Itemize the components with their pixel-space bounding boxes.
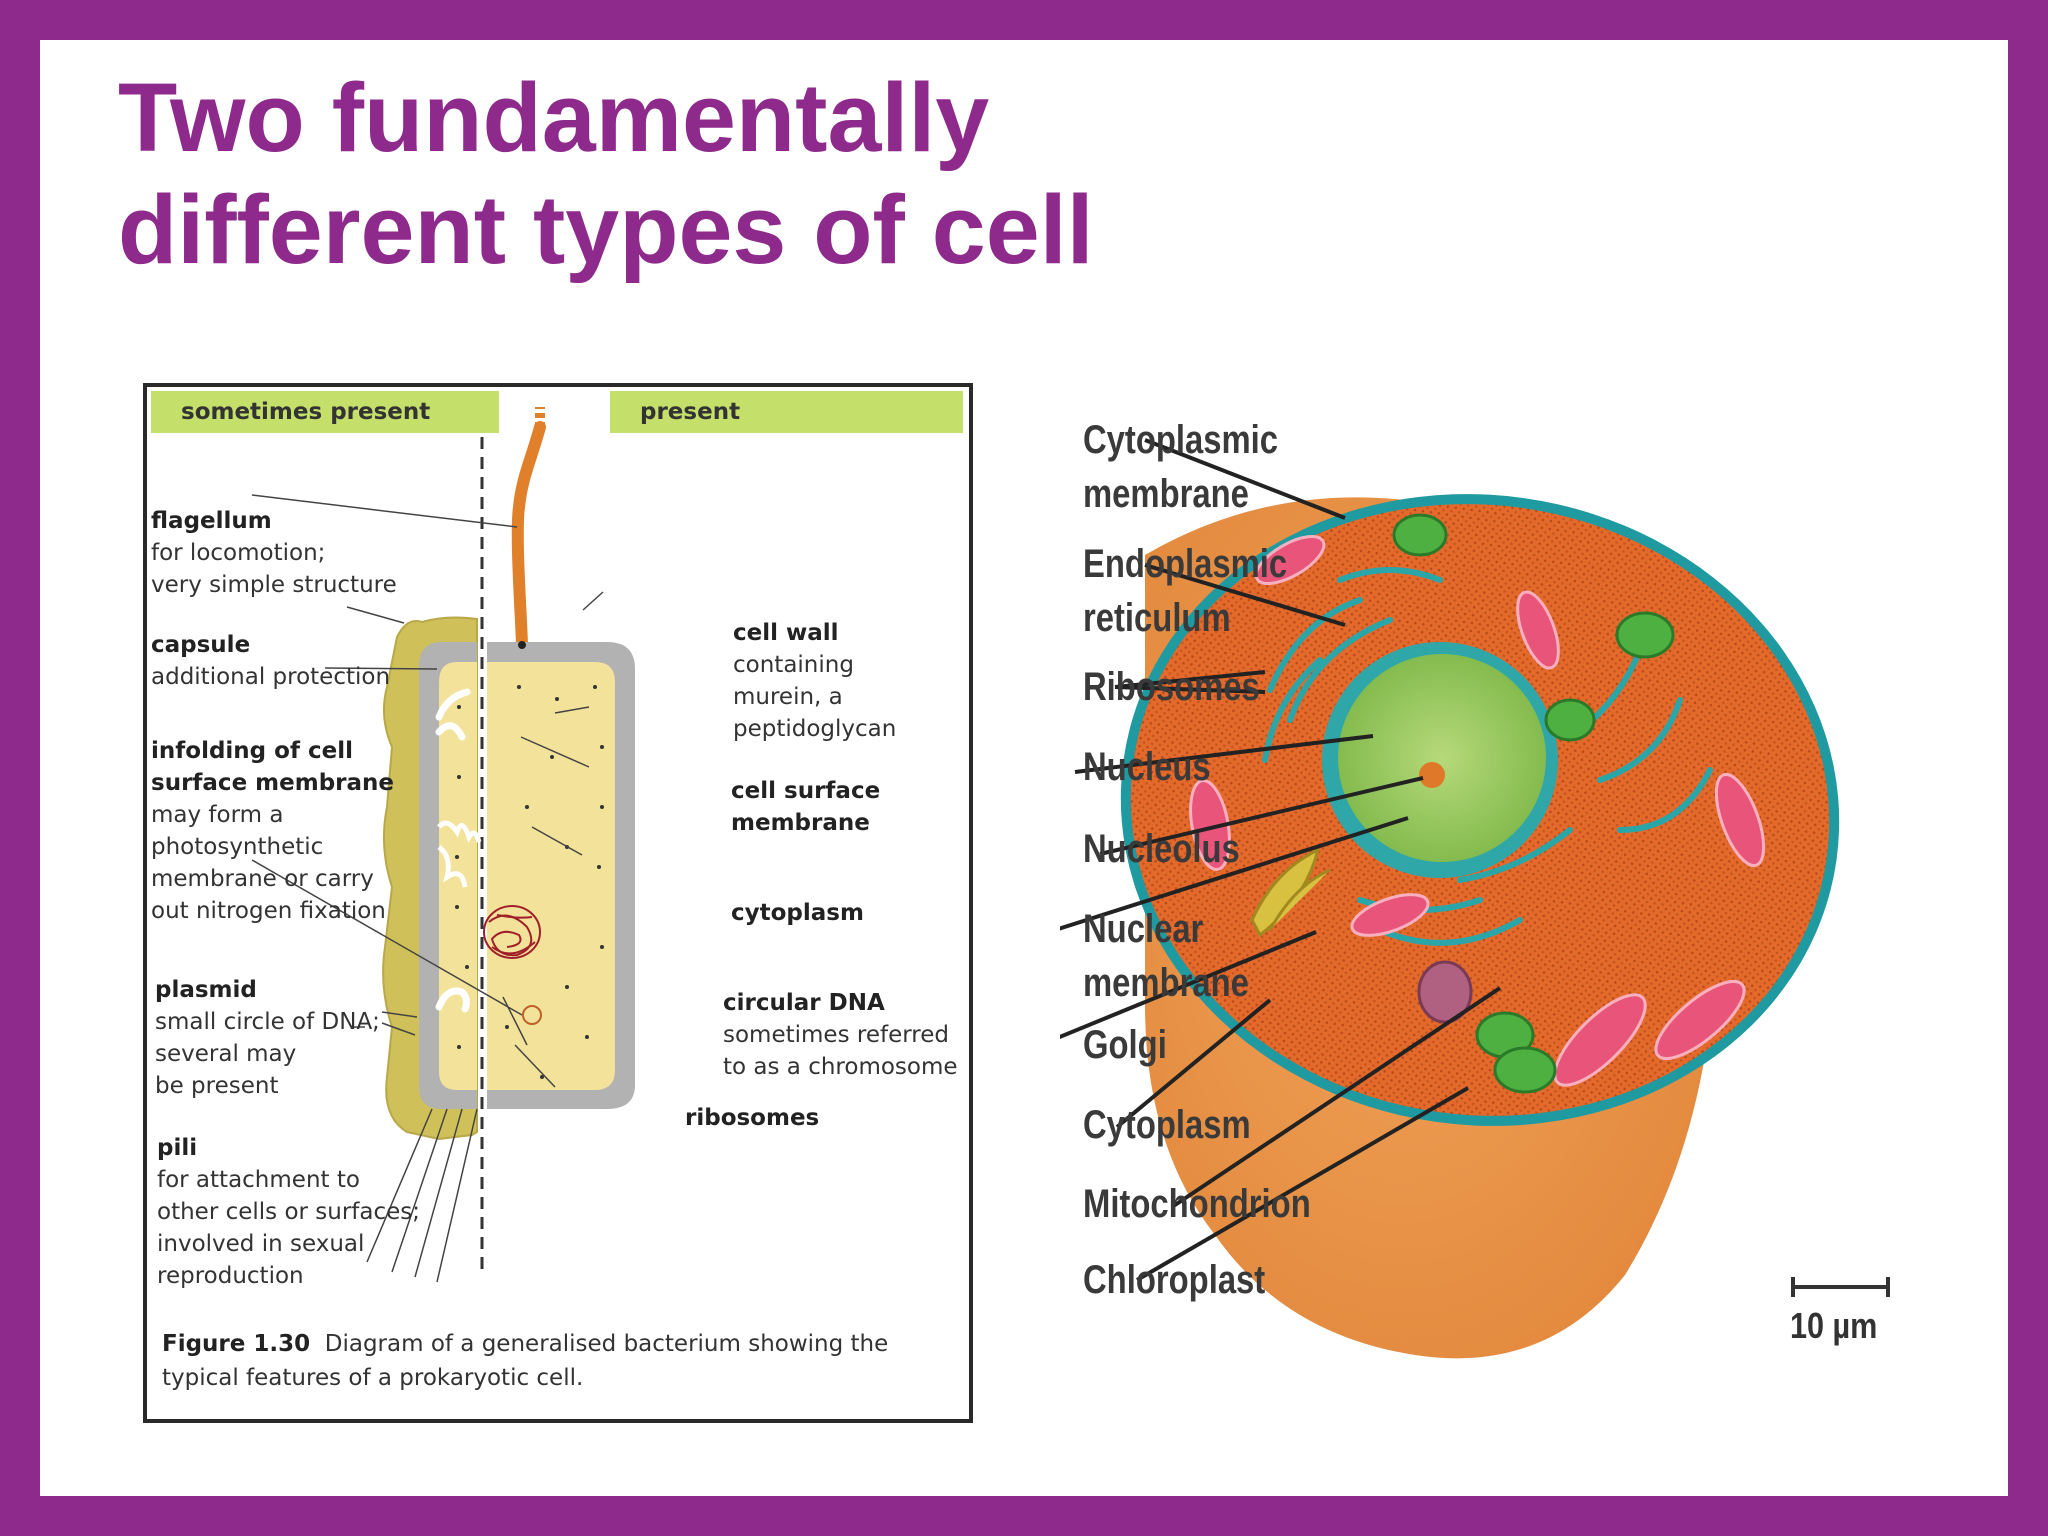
bacterium-diagram (251, 397, 635, 1283)
golgi-apparatus (1250, 847, 1331, 938)
figure-caption-text: Diagram of a generalised bacterium showi… (162, 1331, 889, 1391)
header-sometimes-present: sometimes present (151, 391, 499, 433)
label-plasmid: plasmid small circle of DNA; several may… (155, 977, 380, 1099)
photosynthetic-membrane (437, 820, 482, 888)
label-ribosomes: ribosomes (685, 1105, 820, 1131)
leader-lines (251, 494, 604, 1088)
label-infolding: infolding of cell surface membrane may f… (151, 738, 395, 924)
label-nucleus: Nucleus (1083, 745, 1211, 789)
label-endoplasmic-reticulum: Endoplasmic reticulum (1083, 542, 1288, 640)
plant-cell-diagram (1060, 438, 1890, 1359)
label-ribosomes: Ribosomes (1083, 665, 1260, 709)
label-nuclear-membrane: Nuclear membrane (1083, 907, 1249, 1005)
flagellum-shaft (511, 421, 546, 648)
label-capsule: capsule additional protection (151, 632, 391, 690)
slide-title: Two fundamentally different types of cel… (118, 62, 1094, 286)
label-cytoplasm: Cytoplasm (1083, 1103, 1251, 1147)
mitochondria (1189, 534, 1766, 1087)
eukaryote-leader-lines (1060, 438, 1502, 1282)
scale-bar-label: 10 µm (1790, 1305, 1878, 1346)
label-flagellum: flagellum for locomotion; very simple st… (151, 508, 397, 598)
pili (366, 1108, 478, 1283)
infolding-lower (435, 987, 470, 1013)
label-cell-wall: cell wall containing murein, a peptidogl… (733, 620, 897, 742)
prokaryote-figure: sometimes present present flagellum for … (143, 383, 973, 1423)
figure-number: Figure 1.30 (162, 1331, 311, 1357)
circular-dna (483, 905, 541, 959)
label-circular-dna: circular DNA sometimes referred to as a … (723, 990, 958, 1080)
vacuole (1417, 960, 1473, 1024)
label-pili: pili for attachment to other cells or su… (157, 1135, 421, 1289)
label-nucleolus: Nucleolus (1083, 827, 1240, 871)
title-line-1: Two fundamentally (118, 63, 990, 172)
header-present: present (610, 391, 963, 433)
plasmid (522, 1005, 542, 1025)
label-cytoplasmic-membrane: Cytoplasmic membrane (1083, 418, 1279, 516)
eukaryote-figure (1060, 400, 2000, 1400)
label-cytoplasm: cytoplasm (731, 900, 864, 926)
title-line-2: different types of cell (118, 175, 1094, 284)
label-golgi: Golgi (1083, 1023, 1167, 1067)
infolding (435, 688, 471, 741)
chloroplasts (1392, 513, 1675, 1094)
label-mitochondrion: Mitochondrion (1083, 1182, 1311, 1226)
endoplasmic-reticulum (1262, 567, 1713, 946)
label-chloroplast: Chloroplast (1083, 1258, 1266, 1302)
figure-caption: Figure 1.30 Diagram of a generalised bac… (162, 1327, 962, 1395)
cytoplasm-right (487, 662, 615, 1090)
nucleolus (1419, 762, 1445, 788)
ribosomes (455, 685, 604, 1079)
nucleus (1338, 654, 1546, 862)
label-cell-surface-membrane: cell surface membrane (731, 778, 881, 836)
scale-bar (1791, 1277, 1890, 1297)
